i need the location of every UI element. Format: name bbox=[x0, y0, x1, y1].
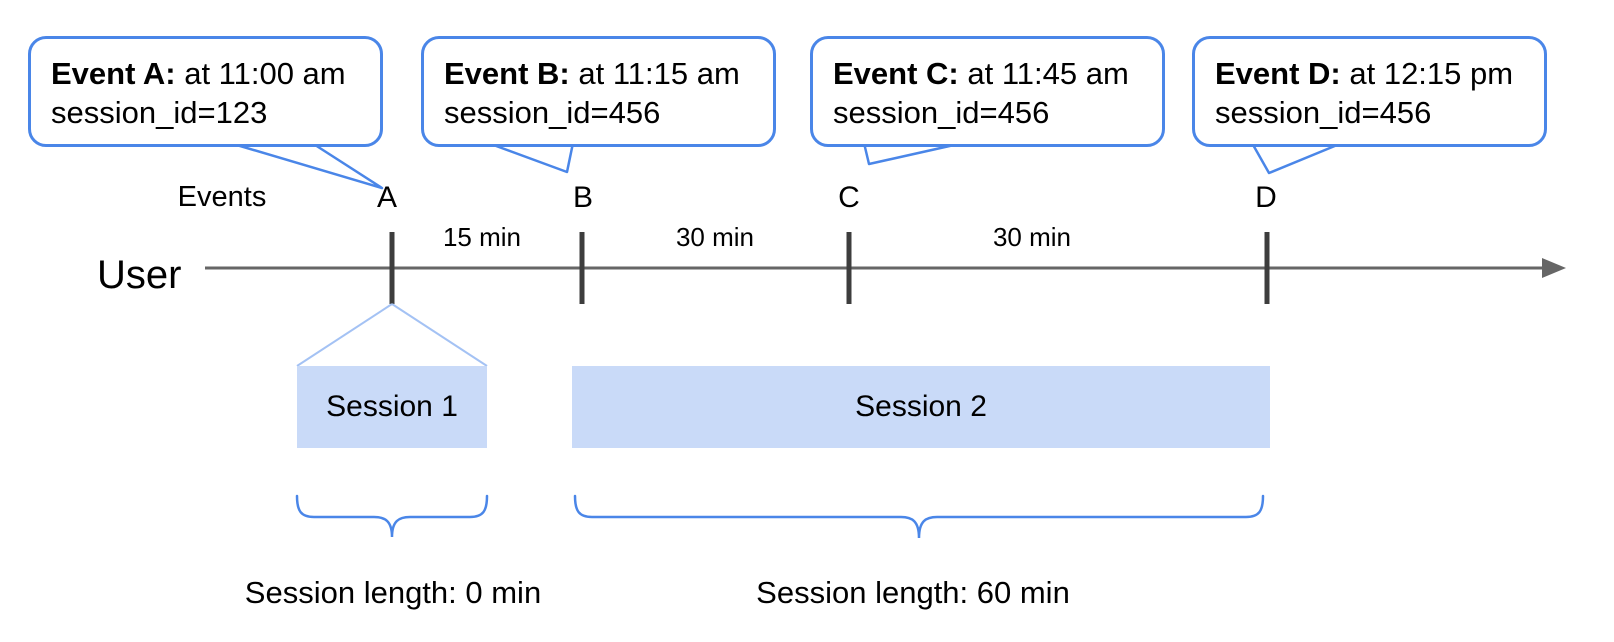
event-a-bubble: Event A: at 11:00 am session_id=123 bbox=[28, 36, 383, 147]
session-2-length-label: Session length: 60 min bbox=[756, 575, 1070, 610]
event-b-bubble: Event B: at 11:15 am session_id=456 bbox=[421, 36, 776, 147]
event-d-title: Event D: bbox=[1215, 56, 1341, 91]
timeline-arrowhead-icon bbox=[1542, 258, 1566, 278]
session-2-bar: Session 2 bbox=[572, 366, 1270, 448]
session-1-label: Session 1 bbox=[326, 390, 458, 423]
event-letter-c: C bbox=[838, 181, 860, 214]
event-b-title: Event B: bbox=[444, 56, 570, 91]
event-letter-a: A bbox=[376, 181, 398, 214]
event-b-time: at 11:15 am bbox=[569, 56, 740, 91]
session-1-funnel-left-line bbox=[296, 303, 393, 367]
event-b-line1: Event B: at 11:15 am bbox=[444, 54, 773, 93]
event-d-time: at 12:15 pm bbox=[1340, 56, 1514, 91]
event-a-line1: Event A: at 11:00 am bbox=[51, 54, 380, 93]
session-2-brace bbox=[573, 494, 1265, 539]
event-a-time: at 11:00 am bbox=[175, 56, 346, 91]
session-1-brace bbox=[295, 494, 489, 538]
session-1-funnel-right-line bbox=[391, 303, 488, 367]
session-1-length-label: Session length: 0 min bbox=[244, 575, 542, 610]
event-a-session-id: session_id=123 bbox=[51, 95, 268, 130]
session-2-label: Session 2 bbox=[855, 390, 987, 423]
gap-label-a-b: 15 min bbox=[442, 222, 522, 252]
event-d-bubble-tail bbox=[1250, 141, 1344, 175]
event-b-session-id: session_id=456 bbox=[444, 95, 661, 130]
event-c-time: at 11:45 am bbox=[958, 56, 1129, 91]
gap-label-c-d: 30 min bbox=[992, 222, 1072, 252]
events-row-label: Events bbox=[177, 181, 267, 213]
event-d-session-id: session_id=456 bbox=[1215, 95, 1432, 130]
user-row-label: User bbox=[97, 253, 182, 297]
session-1-bar: Session 1 bbox=[297, 366, 487, 448]
event-b-bubble-tail bbox=[486, 141, 575, 174]
event-letter-b: B bbox=[572, 181, 594, 214]
event-c-line1: Event C: at 11:45 am bbox=[833, 54, 1162, 93]
event-c-title: Event C: bbox=[833, 56, 959, 91]
event-a-title: Event A: bbox=[51, 56, 176, 91]
event-d-line1: Event D: at 12:15 pm bbox=[1215, 54, 1544, 93]
gap-label-b-c: 30 min bbox=[675, 222, 755, 252]
event-letter-d: D bbox=[1255, 181, 1277, 214]
event-c-bubble: Event C: at 11:45 am session_id=456 bbox=[810, 36, 1165, 147]
event-d-bubble: Event D: at 12:15 pm session_id=456 bbox=[1192, 36, 1547, 147]
event-c-session-id: session_id=456 bbox=[833, 95, 1050, 130]
